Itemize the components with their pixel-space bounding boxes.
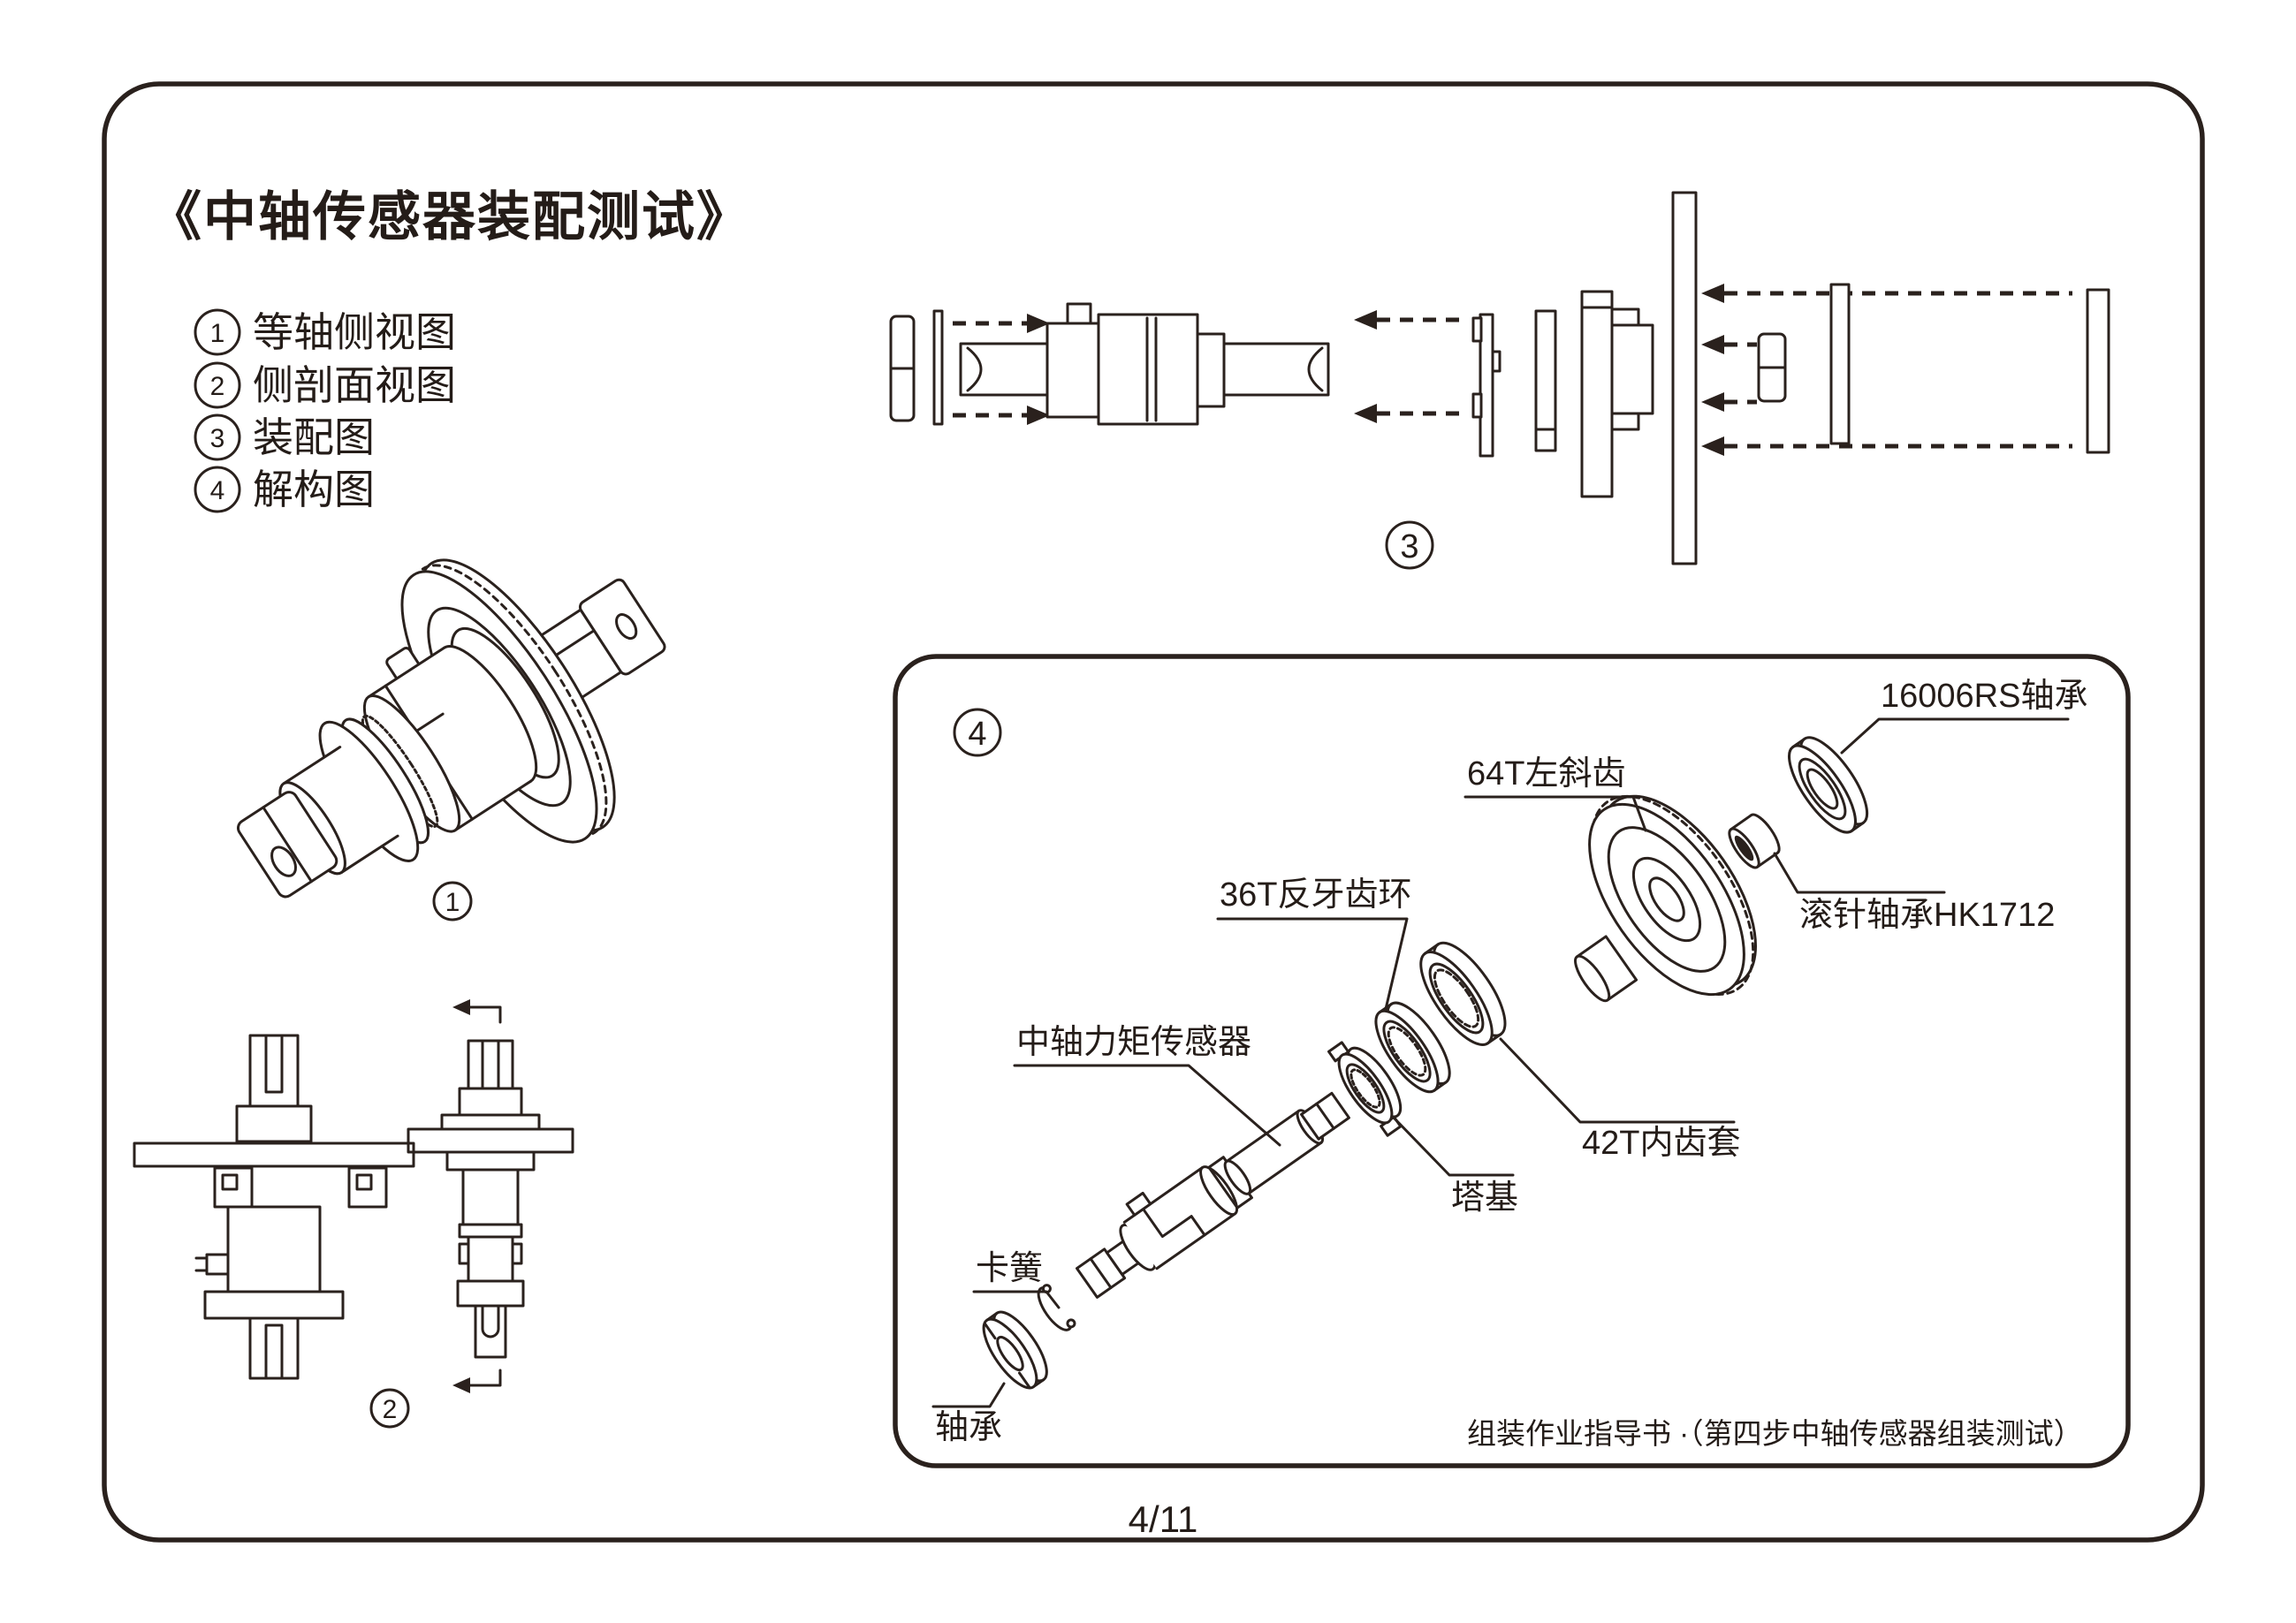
exploded-view-marker: 4: [953, 708, 1002, 757]
part-torque-sensor-shaft: [1076, 1091, 1350, 1299]
part-16006rs-bearing: [1788, 736, 1869, 834]
legend-num-2: 2: [210, 372, 225, 401]
legend-label-4: 解构图: [253, 466, 375, 512]
exploded-panel-border: [893, 654, 2131, 1468]
assembly-view-marker: 3: [1385, 520, 1434, 570]
section-view-drawing: 2: [133, 999, 574, 1429]
legend-item-4: 4 解构图: [194, 466, 375, 513]
label-circlip: 卡簧: [972, 1250, 1061, 1309]
legend-label-2: 侧剖面视图: [253, 362, 456, 408]
legend-num-3: 3: [210, 424, 225, 453]
svg-text:塔基: 塔基: [1451, 1179, 1518, 1217]
svg-text:16006RS轴承: 16006RS轴承: [1881, 678, 2087, 715]
svg-text:42T内齿套: 42T内齿套: [1582, 1125, 1740, 1162]
legend-item-3: 3 装配图: [194, 413, 375, 461]
label-tower-base: 塔基: [1391, 1115, 1518, 1217]
label-16006rs-bearing: 16006RS轴承: [1840, 678, 2087, 755]
exploded-footer-note: 组装作业指导书 ·（第四步中轴传感器组装测试）: [1467, 1417, 2083, 1450]
svg-text:3: 3: [1400, 528, 1418, 565]
svg-text:1: 1: [445, 888, 460, 917]
label-needle-bearing: 滚针轴承HK1712: [1773, 852, 2055, 934]
section-view-marker: 2: [369, 1388, 410, 1429]
label-torque-sensor: 中轴力矩传感器: [1013, 1024, 1281, 1147]
legend-num-4: 4: [210, 476, 225, 505]
svg-text:轴承: 轴承: [935, 1409, 1002, 1446]
svg-text:卡簧: 卡簧: [976, 1250, 1043, 1287]
iso-view-marker: 1: [432, 881, 473, 921]
assembly-view-drawing: 3: [889, 191, 2110, 570]
svg-text:64T左斜齿: 64T左斜齿: [1467, 755, 1625, 793]
page-number: 4/11: [1129, 1498, 1198, 1540]
svg-text:2: 2: [383, 1395, 398, 1424]
part-42t-sleeve: [1419, 941, 1507, 1046]
legend-label-3: 装配图: [253, 414, 375, 460]
section-outline: [407, 999, 574, 1393]
legend-item-1: 1 等轴侧视图: [194, 308, 456, 356]
svg-text:36T反牙齿环: 36T反牙齿环: [1220, 876, 1411, 914]
page-title: 《中轴传感器装配测试》: [148, 187, 751, 246]
label-64t-gear: 64T左斜齿: [1464, 755, 1647, 832]
part-bearing: [982, 1310, 1048, 1390]
svg-text:中轴力矩传感器: 中轴力矩传感器: [1016, 1024, 1251, 1061]
label-42t-sleeve: 42T内齿套: [1499, 1037, 1740, 1162]
label-36t-ring: 36T反牙齿环: [1216, 876, 1411, 1011]
part-64t-gear: [1588, 794, 1758, 997]
page-border: [102, 81, 2205, 1543]
svg-text:4: 4: [968, 716, 986, 753]
legend-label-1: 等轴侧视图: [253, 309, 456, 355]
part-tower-base: [1327, 1041, 1403, 1137]
label-bearing: 轴承: [931, 1382, 1006, 1446]
section-cut: [133, 1034, 415, 1380]
part-spline-hub: [1574, 935, 1638, 1003]
legend-item-2: 2 侧剖面视图: [194, 361, 456, 409]
svg-text:滚针轴承HK1712: 滚针轴承HK1712: [1799, 897, 2055, 934]
part-circlip: [1037, 1284, 1076, 1331]
legend-num-1: 1: [210, 319, 225, 348]
exploded-view-panel: 4: [893, 654, 2131, 1468]
isometric-view-drawing: 1: [236, 558, 666, 921]
part-needle-bearing: [1728, 813, 1781, 869]
legend-list: 1 等轴侧视图 2 侧剖面视图 3 装配图 4 解构图: [194, 308, 456, 513]
